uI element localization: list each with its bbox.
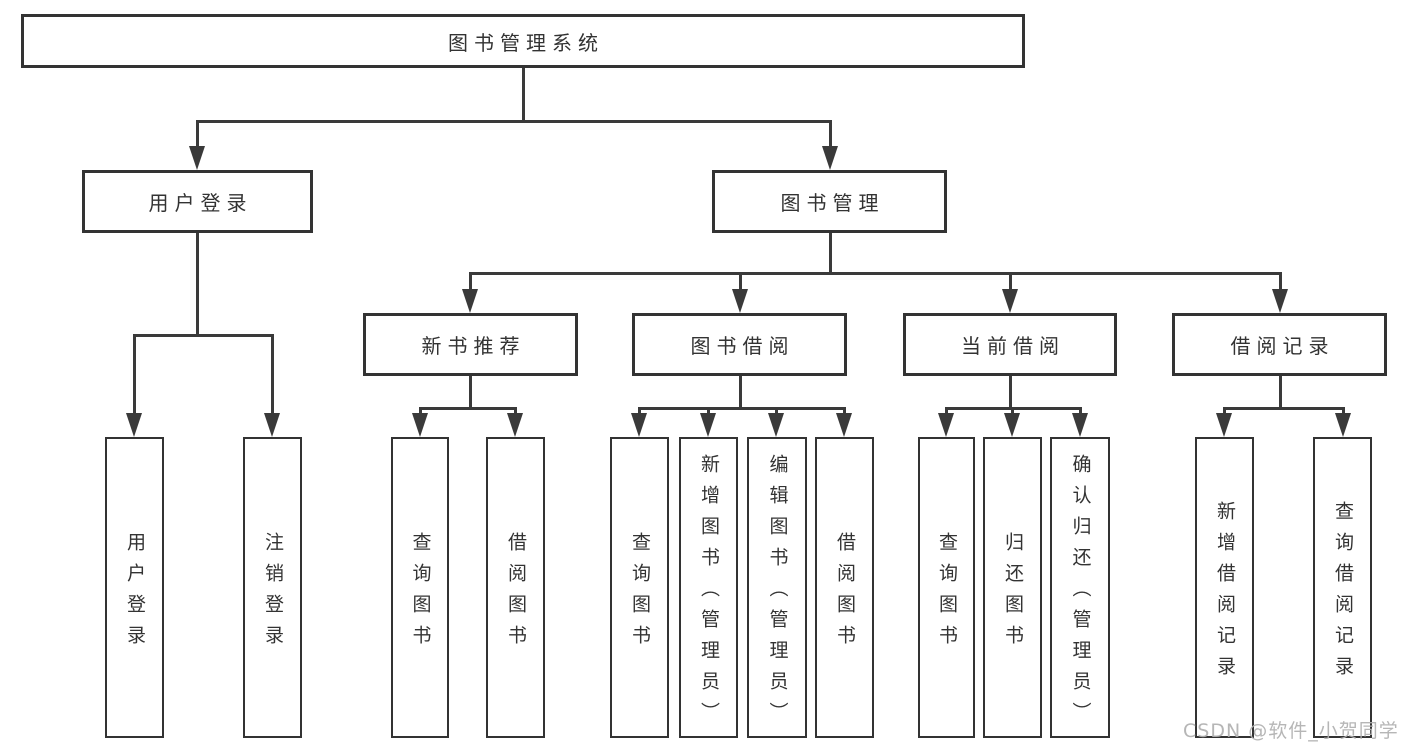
connector-line [195,119,832,123]
arrow-down-icon [1002,289,1018,313]
arrow-down-icon [1335,413,1351,437]
leaf-return-books: 归还图书 [983,437,1042,738]
connector-line [468,376,472,408]
arrow-down-icon [1272,289,1288,313]
leaf-add-books-admin: 新增图书（管理员） [679,437,738,738]
connector-line [1008,376,1012,408]
leaf-logout: 注销登录 [243,437,302,738]
node-book-borrowing: 图书借阅 [632,313,847,376]
node-user-login-group: 用户登录 [82,170,313,233]
arrow-down-icon [768,413,784,437]
leaf-borrow-books-recommend: 借阅图书 [486,437,545,738]
connector-line [637,406,846,410]
leaf-borrow-books-borrowing: 借阅图书 [815,437,874,738]
arrow-down-icon [412,413,428,437]
connector-line [1008,273,1012,295]
connector-line [1222,406,1345,410]
leaf-user-login: 用户登录 [105,437,164,738]
connector-line [828,233,832,273]
connector-line [738,273,742,295]
arrow-down-icon [938,413,954,437]
connector-line [418,406,517,410]
arrow-down-icon [732,289,748,313]
leaf-add-borrow-record: 新增借阅记录 [1195,437,1254,738]
arrow-down-icon [507,413,523,437]
watermark: CSDN @软件_小贺同学 [1183,720,1399,742]
arrow-down-icon [822,146,838,170]
node-borrowing-records: 借阅记录 [1172,313,1387,376]
arrow-down-icon [264,413,280,437]
arrow-down-icon [1072,413,1088,437]
arrow-down-icon [836,413,852,437]
connector-line [738,376,742,408]
arrow-down-icon [189,146,205,170]
connector-line [195,121,199,152]
arrow-down-icon [1004,413,1020,437]
leaf-confirm-return-admin: 确认归还（管理员） [1050,437,1110,738]
connector-line [270,335,274,419]
node-new-book-recommendation: 新书推荐 [363,313,578,376]
arrow-down-icon [631,413,647,437]
leaf-query-borrow-record: 查询借阅记录 [1313,437,1372,738]
connector-line [468,273,472,295]
arrow-down-icon [700,413,716,437]
connector-line [1278,376,1282,408]
arrow-down-icon [1216,413,1232,437]
node-book-management: 图书管理 [712,170,947,233]
connector-line [1278,273,1282,295]
connector-line [521,68,525,121]
node-library-management-system: 图书管理系统 [21,14,1025,68]
connector-line [132,333,274,337]
arrow-down-icon [126,413,142,437]
leaf-edit-books-admin: 编辑图书（管理员） [747,437,807,738]
arrow-down-icon [462,289,478,313]
leaf-query-books-recommend: 查询图书 [391,437,449,738]
node-current-borrowing: 当前借阅 [903,313,1117,376]
connector-line [468,271,1282,275]
leaf-query-books-current: 查询图书 [918,437,975,738]
connector-line [828,121,832,152]
leaf-query-books-borrowing: 查询图书 [610,437,669,738]
connector-line [132,335,136,419]
connector-line [195,233,199,335]
